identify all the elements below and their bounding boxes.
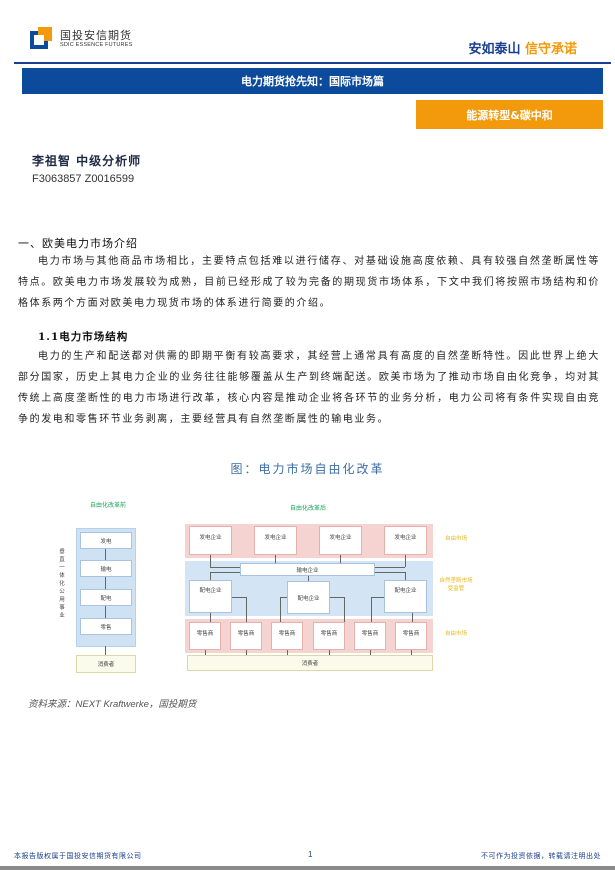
transmission-company: 输电企业 (240, 563, 375, 576)
side-label-free-market-top: 自由市场 (444, 536, 467, 542)
topic-tag: 能源转型&碳中和 (416, 100, 603, 129)
vertical-utility-panel: 发电 输电 配电 零售 (76, 528, 136, 647)
retailer-1: 零售商 (189, 622, 221, 650)
sdic-logo-icon (30, 27, 52, 49)
slogan-part1: 安如泰山 (468, 42, 521, 57)
section-heading: 一、欧美电力市场介绍 (18, 237, 138, 250)
paragraph-2: 电力的生产和配送都对供需的即期平衡有较高要求，其经营上通常具有高度的自然垄断特性… (18, 351, 600, 425)
footer-copyright: 本报告版权属于国投安信期货有限公司 (14, 852, 142, 860)
stage-generation: 发电 (80, 532, 132, 549)
stage-distribution: 配电 (80, 589, 132, 606)
side-label-regulated: 自然垄断市场 受监管 (439, 578, 473, 592)
author-license-ids: F3063857 Z0016599 (32, 173, 135, 185)
report-title-bar: 电力期货抢先知：国际市场篇 (22, 68, 603, 94)
slogan-part2: 信守承诺 (524, 42, 577, 57)
paragraph-1: 电力市场与其他商品市场相比，主要特点包括难以进行储存、对基础设施高度依赖、具有较… (18, 256, 600, 309)
retailer-5: 零售商 (354, 622, 386, 650)
stage-transmission: 输电 (80, 560, 132, 577)
retailer-4: 零售商 (313, 622, 345, 650)
page-number: 1 (308, 850, 313, 859)
after-consumer: 消费者 (187, 655, 433, 671)
sub-heading: 1.1电力市场结构 (38, 331, 129, 343)
generator-3: 发电企业 (319, 526, 362, 555)
distributor-3: 配电企业 (384, 580, 427, 613)
header-divider (14, 62, 611, 64)
footer-divider (0, 866, 615, 870)
logo-text-cn: 国投安信期货 (60, 29, 132, 42)
generator-1: 发电企业 (189, 526, 232, 555)
stage-retail: 零售 (80, 618, 132, 635)
retailer-6: 零售商 (395, 622, 427, 650)
footer-disclaimer: 不可作为投资依据，转载请注明出处 (481, 852, 601, 860)
slogan: 安如泰山 信守承诺 (468, 38, 577, 57)
report-title: 电力期货抢先知：国际市场篇 (241, 75, 384, 88)
vertical-utility-label: 垂直一体化公用事业 (59, 549, 65, 619)
free-market-band-bottom (185, 619, 433, 653)
before-reform-label: 自由化改革前 (90, 502, 127, 509)
side-label-free-market-bottom: 自由市场 (444, 631, 467, 637)
generator-4: 发电企业 (384, 526, 427, 555)
figure-source: 资料来源：NEXT Kraftwerke，国投期货 (28, 699, 197, 710)
figure-title: 图：电力市场自由化改革 (230, 462, 385, 476)
distributor-1: 配电企业 (189, 580, 232, 613)
retailer-3: 零售商 (271, 622, 303, 650)
after-reform-label: 自由化改革后 (290, 505, 327, 512)
topic-tag-label: 能源转型&碳中和 (466, 108, 553, 122)
generator-2: 发电企业 (254, 526, 297, 555)
distributor-2: 配电企业 (287, 581, 330, 614)
author-name: 李祖智 中级分析师 (32, 154, 142, 168)
retailer-2: 零售商 (230, 622, 262, 650)
before-consumer: 消费者 (76, 655, 136, 673)
logo-text-en: SDIC ESSENCE FUTURES (60, 42, 133, 48)
